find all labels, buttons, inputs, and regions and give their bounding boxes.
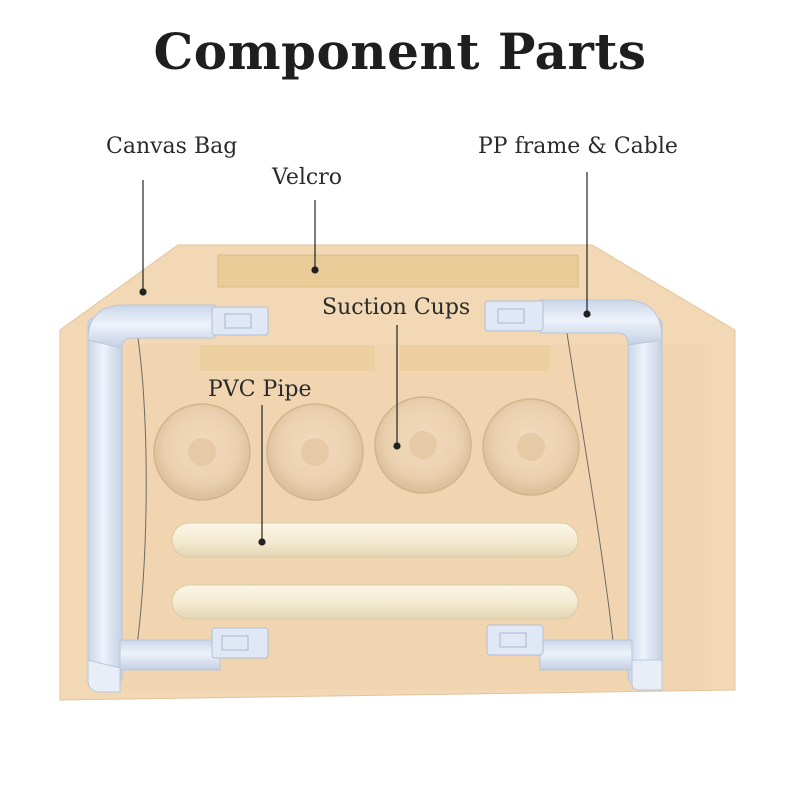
suction-cups	[153, 396, 580, 501]
frame-connector-tr	[484, 300, 544, 332]
cable-right	[564, 319, 616, 661]
label-suction-cups: Suction Cups	[322, 295, 471, 320]
velcro-strip-top	[217, 254, 579, 288]
label-velcro: Velcro	[272, 165, 343, 190]
pp-frame-left	[87, 304, 269, 693]
cable-left	[134, 319, 147, 661]
frame-connector-br	[486, 624, 544, 656]
canvas-bag-fold	[95, 345, 705, 690]
pvc-pipe-1	[171, 522, 579, 558]
velcro-strip-mid-left	[200, 345, 375, 371]
label-pvc-pipe: PVC Pipe	[208, 377, 312, 402]
page-title: Component Parts	[153, 22, 647, 81]
pointer-lines	[139, 172, 591, 546]
frame-connector-bl	[211, 627, 269, 659]
label-canvas-bag: Canvas Bag	[106, 134, 238, 159]
pvc-pipe-2	[171, 584, 579, 620]
label-pp-frame-cable: PP frame & Cable	[478, 134, 678, 159]
pp-frame-right	[484, 299, 663, 691]
pvc-pipes	[171, 522, 579, 620]
frame-connector-tl	[211, 306, 269, 336]
velcro-strip-mid-right	[400, 345, 550, 371]
